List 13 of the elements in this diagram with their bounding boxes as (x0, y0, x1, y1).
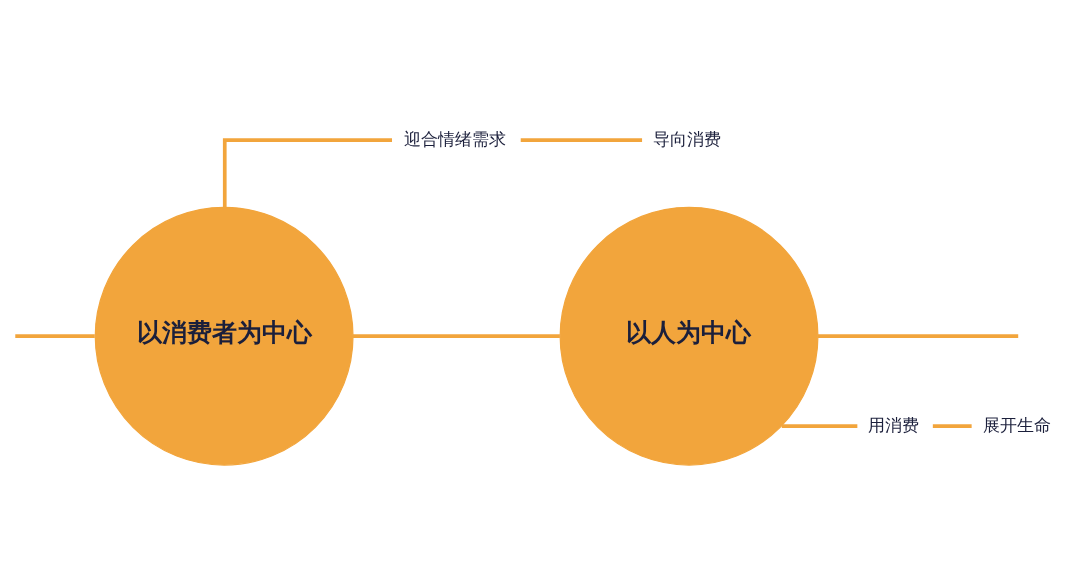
connector (222, 138, 392, 208)
connector (818, 334, 1019, 339)
node-circle: 以人为中心 (559, 206, 819, 466)
node-text: 用消费 (868, 414, 920, 435)
connector (353, 334, 560, 339)
connector (932, 424, 972, 429)
connector (781, 424, 858, 429)
node-text: 导向消费 (653, 128, 722, 149)
node-text: 展开生命 (983, 414, 1052, 435)
connector (520, 138, 643, 142)
node-text: 迎合情绪需求 (403, 128, 506, 149)
connector (15, 334, 95, 339)
node-circle: 以消费者为中心 (94, 206, 354, 466)
